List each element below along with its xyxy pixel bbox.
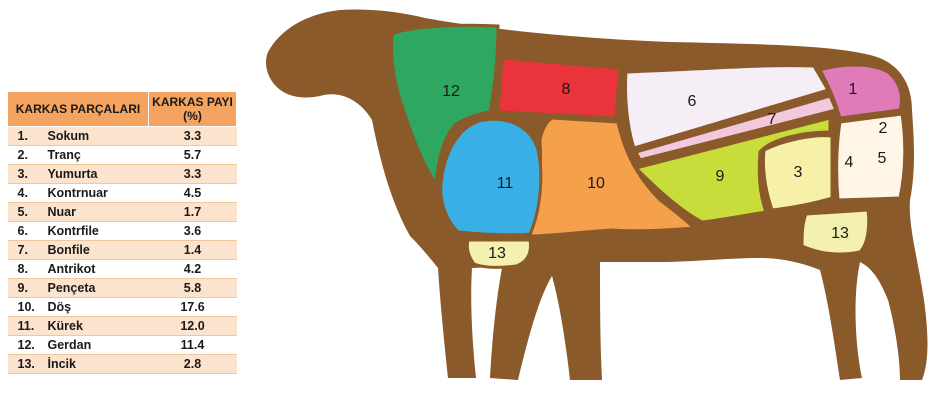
part-name: Gerdan xyxy=(44,336,149,355)
part-name: Sokum xyxy=(44,127,149,146)
part-name: Tranç xyxy=(44,146,149,165)
part-name: Nuar xyxy=(44,203,149,222)
share-value: 3.6 xyxy=(149,222,237,241)
row-number: 4. xyxy=(8,184,44,203)
label-10: 10 xyxy=(587,175,605,192)
cut-region-8 xyxy=(498,58,620,118)
part-name: İncik xyxy=(44,355,149,374)
part-name: Antrikot xyxy=(44,260,149,279)
share-value: 4.5 xyxy=(149,184,237,203)
table-header-row: KARKAS PARÇALARI KARKAS PAYI (%) xyxy=(8,92,237,127)
cow-cuts-diagram: 12 8 6 7 1 2 4 5 3 9 10 11 13 13 xyxy=(240,0,940,405)
part-name: Bonfile xyxy=(44,241,149,260)
label-11: 11 xyxy=(497,175,514,192)
row-number: 1. xyxy=(8,127,44,146)
row-number: 12. xyxy=(8,336,44,355)
row-number: 9. xyxy=(8,279,44,298)
header-parts: KARKAS PARÇALARI xyxy=(8,92,149,127)
label-8: 8 xyxy=(562,81,571,98)
row-number: 10. xyxy=(8,298,44,317)
row-number: 6. xyxy=(8,222,44,241)
row-number: 11. xyxy=(8,317,44,336)
share-value: 4.2 xyxy=(149,260,237,279)
carcass-parts-table-container: KARKAS PARÇALARI KARKAS PAYI (%) 1.Sokum… xyxy=(7,91,237,374)
row-number: 3. xyxy=(8,165,44,184)
row-number: 7. xyxy=(8,241,44,260)
row-number: 8. xyxy=(8,260,44,279)
label-3: 3 xyxy=(794,164,803,181)
share-value: 12.0 xyxy=(149,317,237,336)
part-name: Kürek xyxy=(44,317,149,336)
label-2: 2 xyxy=(879,120,888,137)
part-name: Döş xyxy=(44,298,149,317)
share-value: 1.4 xyxy=(149,241,237,260)
header-share: KARKAS PAYI (%) xyxy=(149,92,237,127)
part-name: Pençeta xyxy=(44,279,149,298)
part-name: Yumurta xyxy=(44,165,149,184)
share-value: 3.3 xyxy=(149,127,237,146)
share-value: 1.7 xyxy=(149,203,237,222)
row-number: 5. xyxy=(8,203,44,222)
carcass-parts-table: KARKAS PARÇALARI KARKAS PAYI (%) 1.Sokum… xyxy=(7,91,237,374)
share-value: 2.8 xyxy=(149,355,237,374)
cut-divider-4-5 xyxy=(834,126,836,200)
label-5: 5 xyxy=(878,150,887,167)
label-4: 4 xyxy=(845,154,854,171)
share-value: 17.6 xyxy=(149,298,237,317)
row-number: 13. xyxy=(8,355,44,374)
label-13-rear: 13 xyxy=(831,225,849,242)
label-9: 9 xyxy=(716,168,725,185)
part-name: Kontrnuar xyxy=(44,184,149,203)
part-name: Kontrfile xyxy=(44,222,149,241)
share-value: 5.7 xyxy=(149,146,237,165)
label-1: 1 xyxy=(849,81,858,98)
label-12: 12 xyxy=(442,83,460,100)
label-13-front: 13 xyxy=(488,245,506,262)
share-value: 11.4 xyxy=(149,336,237,355)
share-value: 3.3 xyxy=(149,165,237,184)
row-number: 2. xyxy=(8,146,44,165)
label-6: 6 xyxy=(688,93,697,110)
label-7: 7 xyxy=(768,111,777,128)
share-value: 5.8 xyxy=(149,279,237,298)
